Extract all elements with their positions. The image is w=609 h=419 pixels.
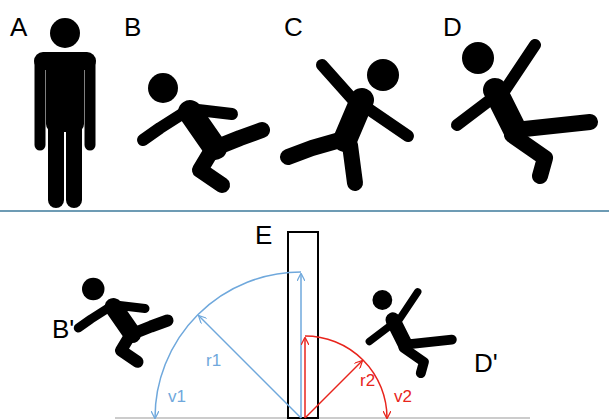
- falling-figure: [457, 42, 590, 176]
- pole-letter: E: [255, 222, 272, 248]
- figure-letter: B: [124, 14, 141, 40]
- velocity-label: v1: [168, 388, 186, 405]
- falling-figure: [369, 290, 451, 373]
- velocity-label: v2: [394, 388, 412, 405]
- stumbling-figure: [78, 278, 167, 362]
- standing-figure: [34, 18, 96, 200]
- small-arc: [305, 336, 387, 418]
- large-arc: [155, 272, 301, 418]
- ground-line: [115, 417, 530, 419]
- separator-line: [0, 210, 609, 212]
- radius-label: r2: [360, 372, 375, 389]
- figure-letter: A: [10, 14, 27, 40]
- stumbling-figure: [143, 73, 262, 185]
- figure-letter: B': [52, 316, 74, 342]
- radius-label: r1: [206, 352, 221, 369]
- figure-letter: D': [474, 350, 498, 376]
- pole: [288, 232, 318, 418]
- figure-letter: D: [443, 14, 462, 40]
- falling-figure: [288, 59, 408, 183]
- figure-letter: C: [284, 14, 303, 40]
